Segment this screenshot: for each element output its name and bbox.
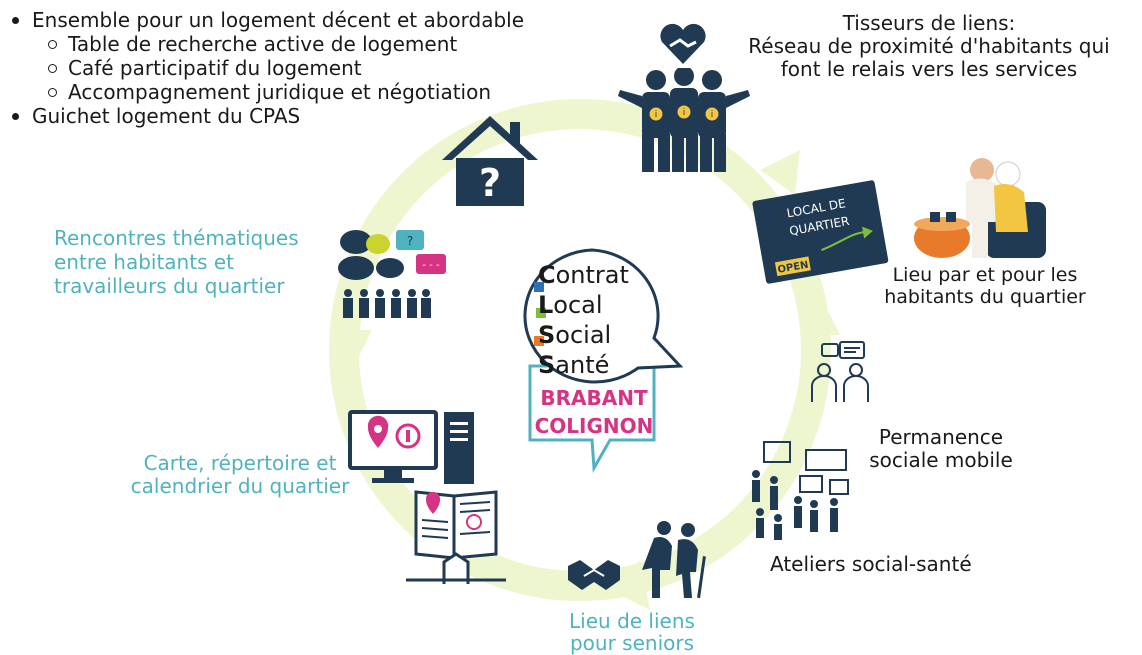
list-item: Accompagnement juridique et négotiation: [10, 80, 524, 104]
housing-list: Ensemble pour un logement décent et abor…: [10, 8, 524, 128]
svg-text:- - -: - - -: [422, 260, 440, 271]
logo-line: Local: [538, 290, 629, 320]
list-item: Café participatif du logement: [10, 56, 524, 80]
carte-label: Carte, répertoire et calendrier du quart…: [112, 452, 368, 498]
permanence-line: Permanence: [878, 425, 1004, 449]
list-item: Guichet logement du CPAS: [10, 104, 524, 128]
logo-initial: C: [538, 261, 556, 289]
audience-icon: [343, 289, 431, 318]
colignon-text: COLIGNON: [534, 414, 654, 438]
rencontres-line: Rencontres thématiques: [54, 226, 299, 250]
computer-location-icon: [348, 410, 474, 484]
seniors-line: Lieu de liens: [569, 609, 695, 633]
lieu-habitants-line: Lieu par et pour les: [892, 264, 1078, 286]
local-sign-icon: LOCAL DE QUARTIER OPEN: [752, 180, 889, 284]
seniors-icon: [642, 521, 706, 599]
seniors-label: Lieu de liens pour seniors: [552, 610, 712, 654]
house-question-icon: ?: [442, 116, 538, 206]
logo-initial: S: [538, 351, 556, 379]
logo-line: Santé: [538, 350, 629, 380]
logo-line: Contrat: [538, 260, 629, 290]
permanence-line: sociale mobile: [869, 448, 1013, 472]
svg-text:i: i: [655, 110, 658, 120]
svg-text:?: ?: [407, 234, 413, 248]
carte-line: calendrier du quartier: [130, 474, 350, 498]
svg-text:i: i: [711, 110, 714, 120]
brabant-colignon: BRABANT COLIGNON: [534, 384, 654, 440]
tisseurs-line: Tisseurs de liens:: [842, 11, 1016, 35]
chat-bubbles-icon: ? - - -: [338, 230, 446, 280]
brabant-text: BRABANT: [540, 386, 648, 410]
svg-text:?: ?: [479, 161, 501, 205]
logo-text: Contrat Local Social Santé: [538, 260, 629, 380]
rencontres-label: Rencontres thématiques entre habitants e…: [54, 226, 299, 298]
booklet-icon: [406, 490, 506, 584]
seniors-line: pour seniors: [569, 631, 695, 655]
logo-rest: ocial: [555, 321, 612, 349]
rencontres-line: travailleurs du quartier: [54, 274, 285, 298]
permanence-label: Permanence sociale mobile: [856, 426, 1026, 472]
logo-line: Social: [538, 320, 629, 350]
cafe-people-icon: [914, 158, 1046, 258]
tisseurs-label: Tisseurs de liens: Réseau de proximité d…: [748, 12, 1110, 81]
rencontres-line: entre habitants et: [54, 250, 234, 274]
tisseurs-line: Réseau de proximité d'habitants qui: [748, 34, 1110, 58]
tisseurs-line: font le relais vers les services: [780, 57, 1078, 81]
logo-bubble: [523, 248, 684, 474]
heart-handshake-icon: [660, 23, 706, 64]
logo-initial: S: [538, 321, 556, 349]
list-item: Table de recherche active de logement: [10, 32, 524, 56]
ateliers-text: Ateliers social-santé: [770, 552, 972, 576]
list-item: Ensemble pour un logement décent et abor…: [10, 8, 524, 32]
workshop-icon: [752, 441, 849, 540]
logo-initial: L: [538, 291, 554, 319]
logo-rest: anté: [555, 351, 610, 379]
logo-rest: ocal: [553, 291, 603, 319]
ateliers-label: Ateliers social-santé: [770, 552, 972, 576]
lieu-habitants-line: habitants du quartier: [884, 286, 1086, 308]
lieu-habitants-label: Lieu par et pour les habitants du quarti…: [880, 264, 1090, 308]
svg-text:i: i: [683, 108, 686, 118]
consultation-icon: [811, 341, 869, 402]
handshake-icon: [568, 560, 620, 590]
logo-rest: ontrat: [555, 261, 629, 289]
carte-line: Carte, répertoire et: [143, 451, 337, 475]
local-sign-open: OPEN: [777, 260, 809, 276]
